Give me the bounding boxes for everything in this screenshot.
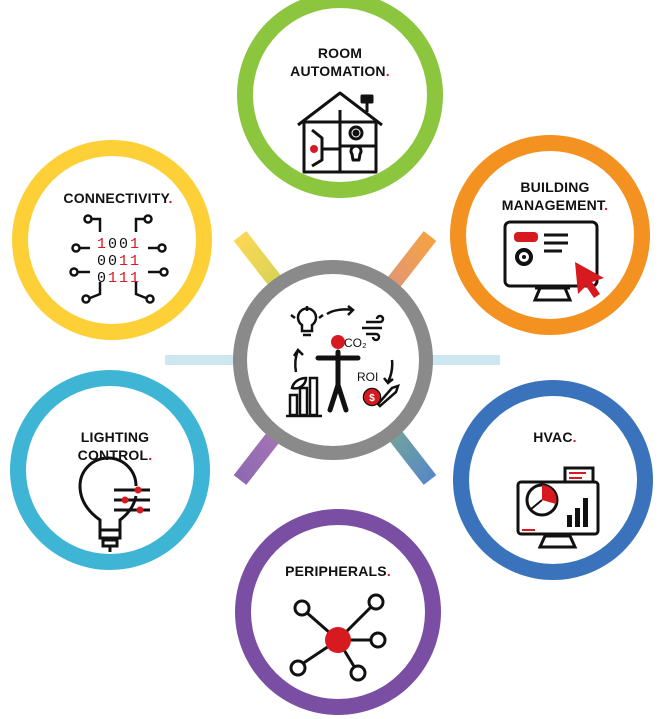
monitor-cursor-icon — [503, 220, 604, 302]
binary-digit: 1 — [130, 236, 142, 253]
binary-digit: 1 — [119, 253, 131, 270]
binary-digit: 1 — [107, 270, 119, 287]
building-management-title: BUILDING MANAGEMENT. — [490, 178, 620, 214]
label-dot: . — [148, 447, 153, 463]
peripherals-title: PERIPHERALS. — [268, 562, 408, 580]
lightbulb-sliders-icon — [78, 456, 150, 552]
lighting-control-line1: LIGHTING — [80, 429, 150, 445]
binary-grid: 1001 0011 0111 — [92, 236, 146, 287]
roi-label: ROI — [357, 370, 379, 384]
peripherals-line1: PERIPHERALS — [285, 563, 387, 579]
house-circuit-icon — [297, 91, 383, 174]
label-dot: . — [168, 190, 173, 206]
binary-digit: 0 — [96, 270, 108, 287]
node-hvac — [453, 380, 653, 580]
node-connectivity — [12, 140, 212, 340]
binary-digit: 1 — [96, 236, 108, 253]
binary-digit: 1 — [130, 270, 142, 287]
network-hub-icon — [289, 593, 387, 682]
room-automation-line1: ROOM — [317, 45, 363, 61]
binary-row-3: 0111 — [92, 270, 146, 287]
node-lighting-control — [10, 370, 210, 570]
person-energy-icon: $ — [286, 305, 400, 418]
building-management-line1: BUILDING — [520, 179, 590, 195]
binary-row-2: 0011 — [92, 253, 146, 270]
co2-label: CO₂ — [344, 336, 367, 350]
lighting-control-line2: CONTROL — [77, 447, 149, 463]
building-management-line2: MANAGEMENT — [501, 197, 605, 213]
label-dot: . — [386, 563, 391, 579]
connectivity-line1: CONNECTIVITY — [63, 190, 169, 206]
binary-digit: 1 — [119, 270, 131, 287]
room-automation-line2: AUTOMATION — [290, 63, 386, 79]
binary-digit: 0 — [107, 253, 119, 270]
label-dot: . — [385, 63, 390, 79]
node-peripherals — [235, 509, 441, 715]
room-automation-title: ROOM AUTOMATION. — [280, 44, 400, 80]
label-dot: . — [604, 197, 609, 213]
binary-digit: 0 — [107, 236, 119, 253]
connectivity-title: CONNECTIVITY. — [48, 189, 188, 207]
node-room-automation — [237, 0, 443, 198]
lighting-control-title: LIGHTING CONTROL. — [60, 428, 170, 464]
binary-digit: 0 — [96, 253, 108, 270]
dashboard-chart-icon — [516, 466, 600, 549]
svg-text:$: $ — [369, 393, 375, 404]
binary-digit: 1 — [130, 253, 142, 270]
binary-digit: 0 — [119, 236, 131, 253]
hvac-line1: HVAC — [533, 429, 573, 445]
binary-row-1: 1001 — [92, 236, 146, 253]
hvac-title: HVAC. — [510, 428, 600, 446]
binary-circuit-icon — [69, 214, 169, 304]
label-dot: . — [572, 429, 577, 445]
